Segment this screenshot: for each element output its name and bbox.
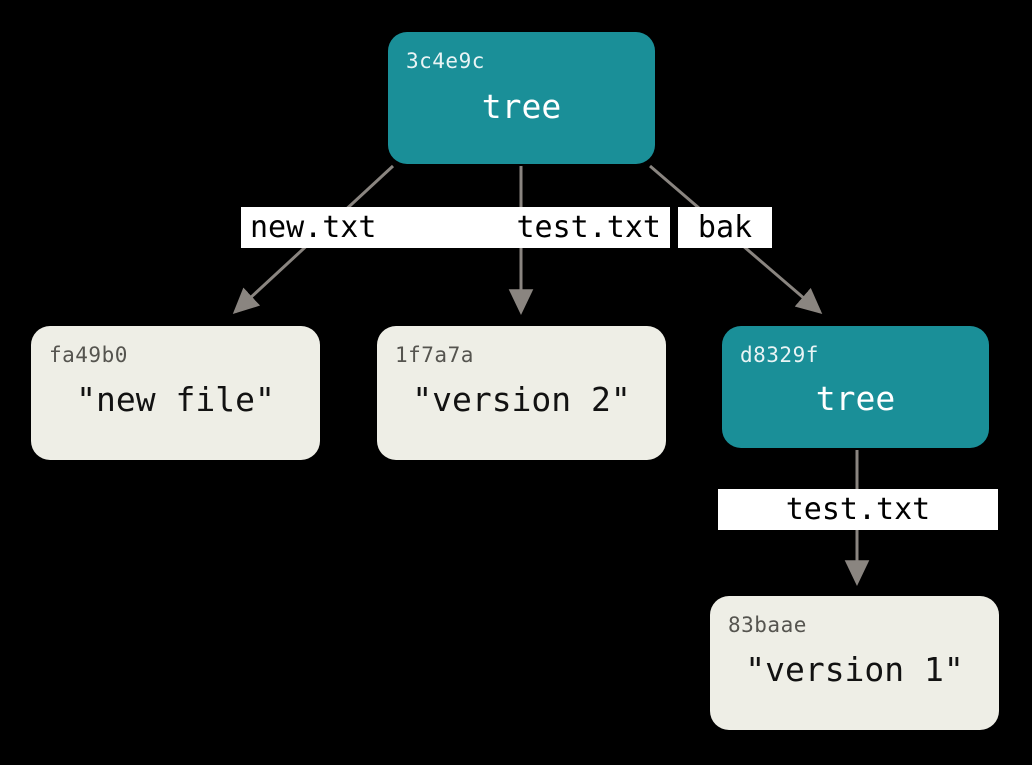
git-object-blob-1f7a7a[interactable]: 1f7a7a "version 2" xyxy=(377,326,666,460)
object-content: "version 1" xyxy=(745,650,964,689)
edge-label-test-txt: test.txt xyxy=(516,209,662,245)
edge-label-bak: bak xyxy=(678,207,772,248)
edge-label-sub-test-txt: test.txt xyxy=(718,489,998,530)
object-hash: 3c4e9c xyxy=(406,49,485,73)
edge-label-group-filenames: new.txt test.txt xyxy=(241,207,670,248)
object-content: tree xyxy=(481,87,562,126)
git-object-tree-3c4e9c[interactable]: 3c4e9c tree xyxy=(388,32,655,164)
edge-label-new-txt: new.txt xyxy=(250,209,377,245)
object-content: "new file" xyxy=(76,380,275,419)
object-hash: 83baae xyxy=(728,613,807,637)
git-object-blob-fa49b0[interactable]: fa49b0 "new file" xyxy=(31,326,320,460)
object-hash: d8329f xyxy=(740,343,819,367)
object-hash: 1f7a7a xyxy=(395,343,474,367)
git-object-blob-83baae[interactable]: 83baae "version 1" xyxy=(710,596,999,730)
object-content: "version 2" xyxy=(412,380,631,419)
object-content: tree xyxy=(815,379,896,418)
object-hash: fa49b0 xyxy=(49,343,128,367)
git-object-tree-d8329f[interactable]: d8329f tree xyxy=(722,326,989,448)
